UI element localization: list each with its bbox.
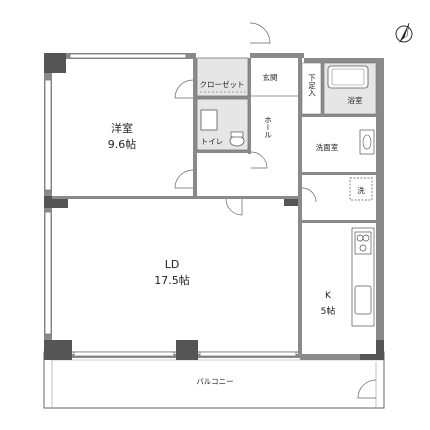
sink-icon <box>354 285 372 315</box>
western-window <box>69 53 187 59</box>
ld-window <box>73 351 297 357</box>
bathtub-icon <box>327 65 369 89</box>
hall-label: ホール <box>263 116 272 139</box>
shoe-cabinet-label: 下足入 <box>307 74 316 97</box>
balcony-label: バルコニー <box>196 377 233 386</box>
western-room-name: 洋室 <box>111 121 133 135</box>
bath-label: 浴室 <box>348 95 363 105</box>
toilet-icon <box>229 135 245 147</box>
kitchen-size: 5帖 <box>321 305 336 317</box>
genkan-label: 玄関 <box>263 72 278 82</box>
ld-name: LD <box>165 258 180 271</box>
ld-size: 17.5帖 <box>154 274 190 287</box>
toilet-label: トイレ <box>201 137 224 146</box>
washer-label: 洗 <box>357 185 365 195</box>
washroom-label: 洗面室 <box>316 142 339 152</box>
toilet-room <box>196 98 249 151</box>
washroom <box>302 117 376 172</box>
stove-icon <box>354 231 372 255</box>
kitchen-name: K <box>325 291 332 301</box>
kitchen-counter <box>351 227 375 327</box>
genkan <box>251 58 298 97</box>
washer-space <box>349 177 373 201</box>
western-room-size: 9.6帖 <box>108 138 137 151</box>
kitchen <box>302 223 376 354</box>
interior-walls <box>52 58 384 356</box>
left-windows <box>44 79 52 335</box>
bathroom <box>323 62 377 115</box>
shoe-cabinet <box>301 62 322 115</box>
closet <box>196 57 249 97</box>
washbasin-icon <box>359 129 375 155</box>
closet-label: クローゼット <box>200 79 245 89</box>
north-arrow-icon <box>395 22 413 43</box>
